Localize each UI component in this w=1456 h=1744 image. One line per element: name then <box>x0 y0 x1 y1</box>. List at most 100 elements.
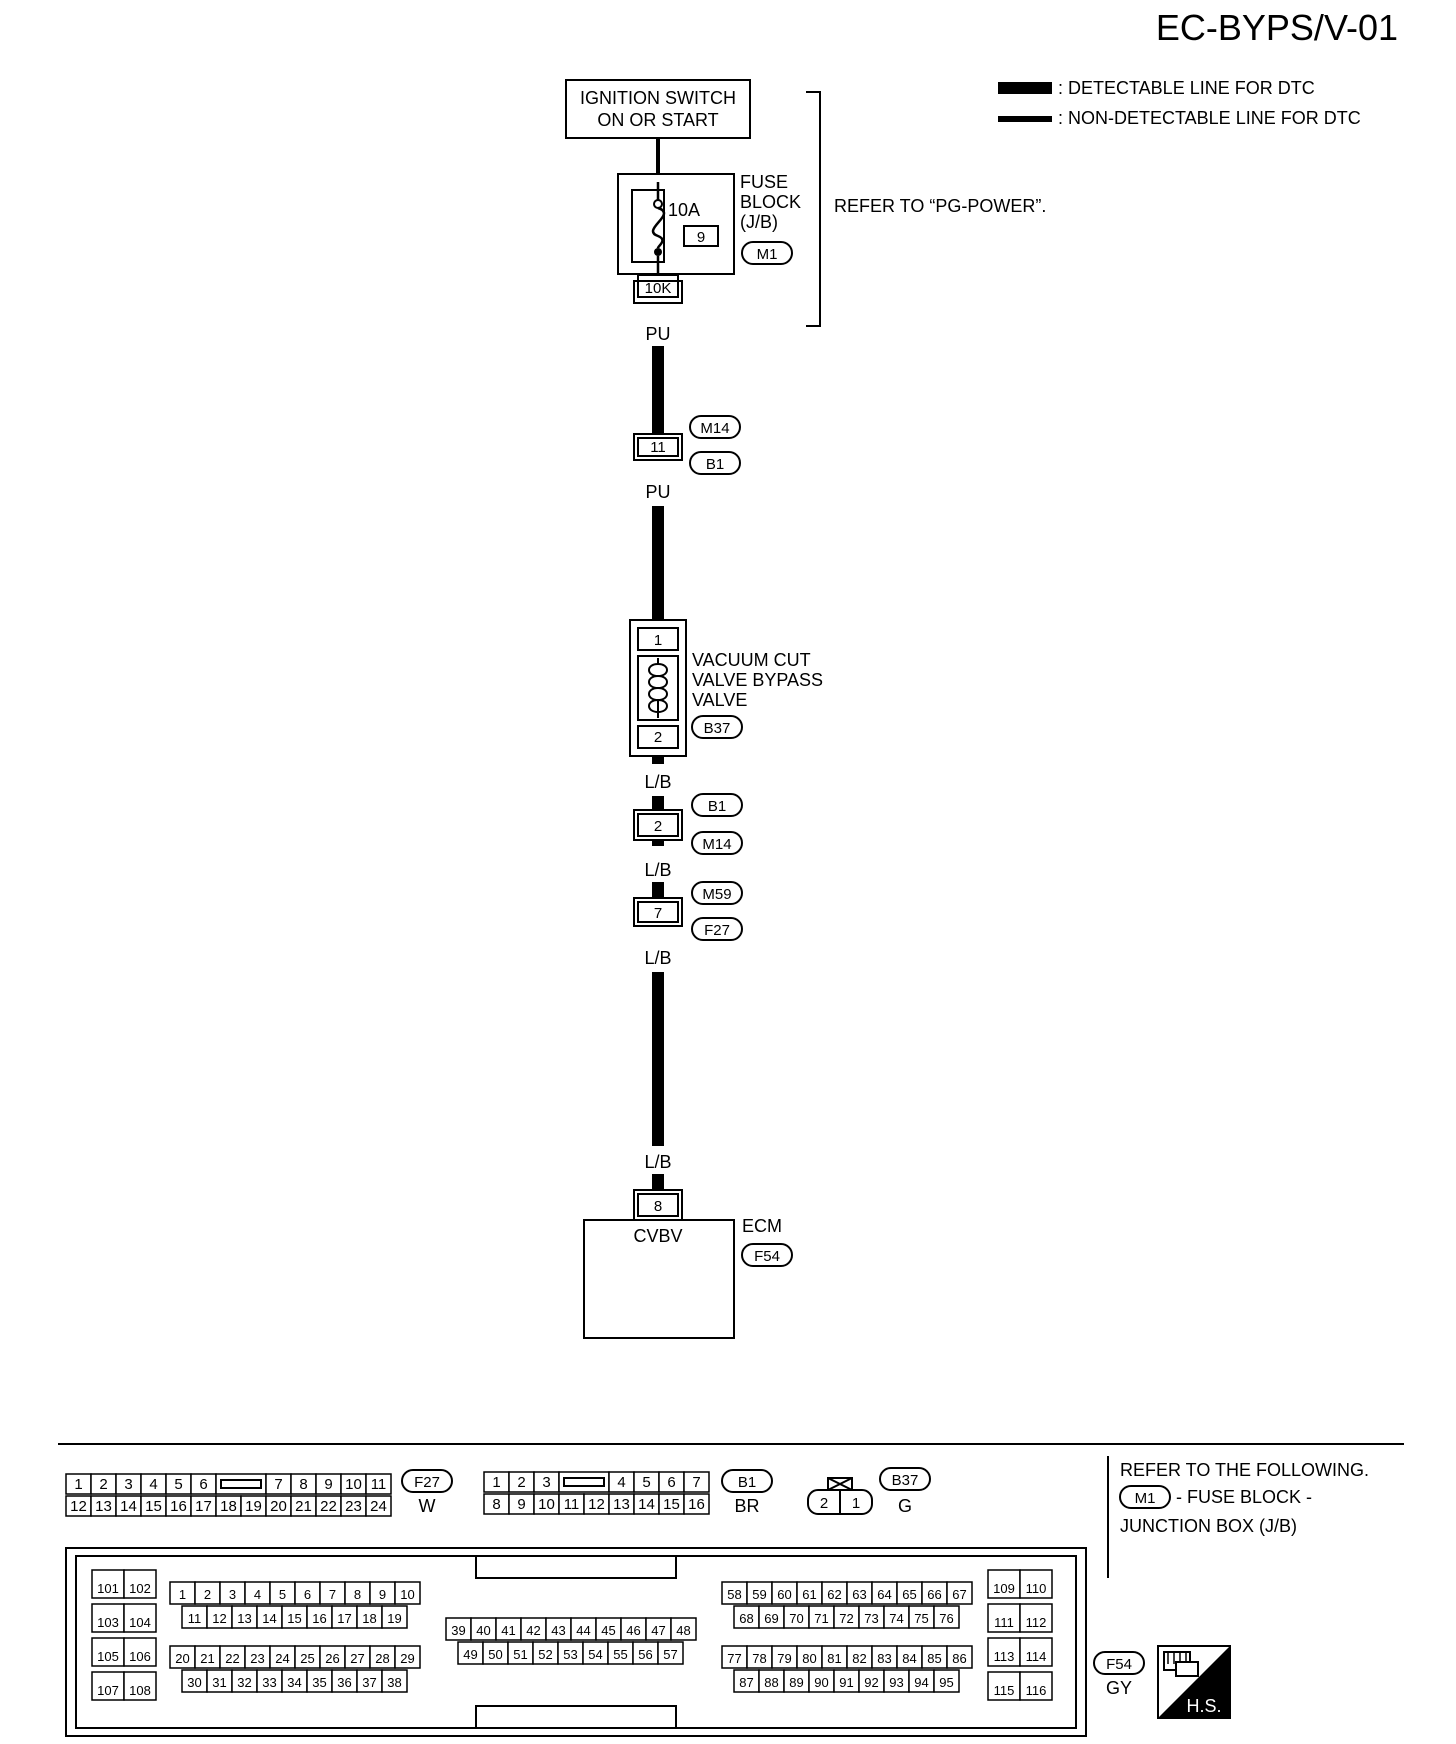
joint3-upper-badge: M59 <box>691 881 743 905</box>
f27-pin-label: 6 <box>199 1476 207 1493</box>
f54-pin-label: 17 <box>337 1611 351 1626</box>
f54-cavity: 38 <box>381 1669 408 1693</box>
f54-pin-label: 38 <box>387 1675 401 1690</box>
f54-pin-label: 29 <box>400 1651 414 1666</box>
f54-pin-label: 26 <box>325 1651 339 1666</box>
f54-cavity: 67 <box>946 1581 973 1605</box>
f54-cavity: 33 <box>256 1669 283 1693</box>
svg-text:M14: M14 <box>700 420 729 437</box>
connector-b37-face: 2 1 <box>807 1477 873 1515</box>
f54-pin-label: 95 <box>939 1675 953 1690</box>
f54-cavity: 45 <box>595 1617 622 1641</box>
f54-pin-label: 71 <box>814 1611 828 1626</box>
refer-following-line2: - FUSE BLOCK - <box>1176 1487 1312 1507</box>
b1-cavity: 8 <box>483 1493 510 1515</box>
f54-pin-label: 78 <box>752 1651 766 1666</box>
f54-pin-label: 24 <box>275 1651 289 1666</box>
f54-cavity: 91 <box>833 1669 860 1693</box>
f27-cavity: 22 <box>315 1495 342 1517</box>
b1-cavity: 16 <box>683 1493 710 1515</box>
b1-pin-label: 2 <box>517 1474 525 1491</box>
f54-pin-label: 18 <box>362 1611 376 1626</box>
f27-pin-label: 14 <box>120 1498 137 1515</box>
f54-cavity: 42 <box>520 1617 547 1641</box>
f54-pin-label: 40 <box>476 1623 490 1638</box>
f54-cavity: 63 <box>846 1581 873 1605</box>
valve-pin-bottom: 2 <box>654 729 662 746</box>
joint1-upper-badge: M14 <box>689 415 741 439</box>
f54-cavity: 20 <box>169 1645 196 1669</box>
b1-cavity: 11 <box>558 1493 585 1515</box>
f54-pin-label: 10 <box>400 1587 414 1602</box>
f54-left-cavity: 106 <box>123 1637 157 1667</box>
f54-cavity: 39 <box>445 1617 472 1641</box>
f54-cavity: 11 <box>181 1605 208 1629</box>
f54-pin-label: 85 <box>927 1651 941 1666</box>
f27-pin-label: 7 <box>274 1476 282 1493</box>
f27-cavity: 17 <box>190 1495 217 1517</box>
f54-pin-label: 59 <box>752 1587 766 1602</box>
f54-pin-label: 16 <box>312 1611 326 1626</box>
f54-cavity: 1 <box>169 1581 196 1605</box>
f54-cavity: 17 <box>331 1605 358 1629</box>
f54-cavity: 79 <box>771 1645 798 1669</box>
b1-cavity: 14 <box>633 1493 660 1515</box>
f27-cavity: 20 <box>265 1495 292 1517</box>
svg-text:F27: F27 <box>704 922 730 939</box>
f54-left-pin-label: 107 <box>97 1683 119 1698</box>
f54-pin-label: 42 <box>526 1623 540 1638</box>
f54-pin-label: 7 <box>329 1587 336 1602</box>
b1-pin-label: 9 <box>517 1496 525 1513</box>
f27-pin-label: 8 <box>299 1476 307 1493</box>
f27-cavity: 10 <box>340 1473 367 1495</box>
b1-cavity: 3 <box>533 1471 560 1493</box>
f54-cavity: 86 <box>946 1645 973 1669</box>
f54-pin-label: 66 <box>927 1587 941 1602</box>
f54-pin-label: 46 <box>626 1623 640 1638</box>
f54-cavity: 52 <box>532 1641 559 1665</box>
fuse-element-icon <box>651 182 666 274</box>
f54-pin-label: 89 <box>789 1675 803 1690</box>
f54-right-cavity: 109 <box>987 1569 1021 1599</box>
svg-text:B1: B1 <box>706 456 724 473</box>
f54-cavity: 68 <box>733 1605 760 1629</box>
f27-cavity: 24 <box>365 1495 392 1517</box>
f54-cavity: 58 <box>721 1581 748 1605</box>
f54-cavity: 60 <box>771 1581 798 1605</box>
connector-f54-badge: F54 <box>1093 1651 1145 1675</box>
fuse-terminal: 10K <box>645 280 672 297</box>
f54-cavity: 90 <box>808 1669 835 1693</box>
wire-segment-4 <box>652 882 664 898</box>
f54-left-cavity: 102 <box>123 1569 157 1599</box>
f54-right-pin-label: 113 <box>994 1649 1015 1664</box>
f54-cavity: 65 <box>896 1581 923 1605</box>
valve-label-line3: VALVE <box>692 690 747 710</box>
f54-cavity: 85 <box>921 1645 948 1669</box>
connector-b37-badge: B37 <box>879 1467 931 1491</box>
f54-right-pin-label: 112 <box>1026 1615 1047 1630</box>
b1-pin-label: 8 <box>492 1496 500 1513</box>
f54-pin-label: 54 <box>588 1647 602 1662</box>
f54-cavity: 44 <box>570 1617 597 1641</box>
f27-pin-label: 9 <box>324 1476 332 1493</box>
f27-pin-label: 11 <box>371 1476 387 1493</box>
f54-pin-label: 70 <box>789 1611 803 1626</box>
f54-pin-label: 11 <box>188 1611 202 1626</box>
b1-pin-label: 13 <box>613 1496 630 1513</box>
f54-cavity: 25 <box>294 1645 321 1669</box>
f54-pin-label: 91 <box>839 1675 853 1690</box>
b1-pin-label: 1 <box>492 1474 500 1491</box>
f54-pin-label: 25 <box>300 1651 314 1666</box>
f54-cavity: 14 <box>256 1605 283 1629</box>
b1-pin-label: 7 <box>692 1474 700 1491</box>
f54-pin-label: 8 <box>354 1587 361 1602</box>
f54-cavity: 50 <box>482 1641 509 1665</box>
b1-cavity: 9 <box>508 1493 535 1515</box>
f27-pin-label: 16 <box>170 1498 187 1515</box>
f54-pin-label: 55 <box>613 1647 627 1662</box>
ecm-label: ECM <box>742 1216 782 1236</box>
b1-pin-label: 16 <box>688 1496 705 1513</box>
f27-cavity: 6 <box>190 1473 217 1495</box>
f27-cavity: 21 <box>290 1495 317 1517</box>
